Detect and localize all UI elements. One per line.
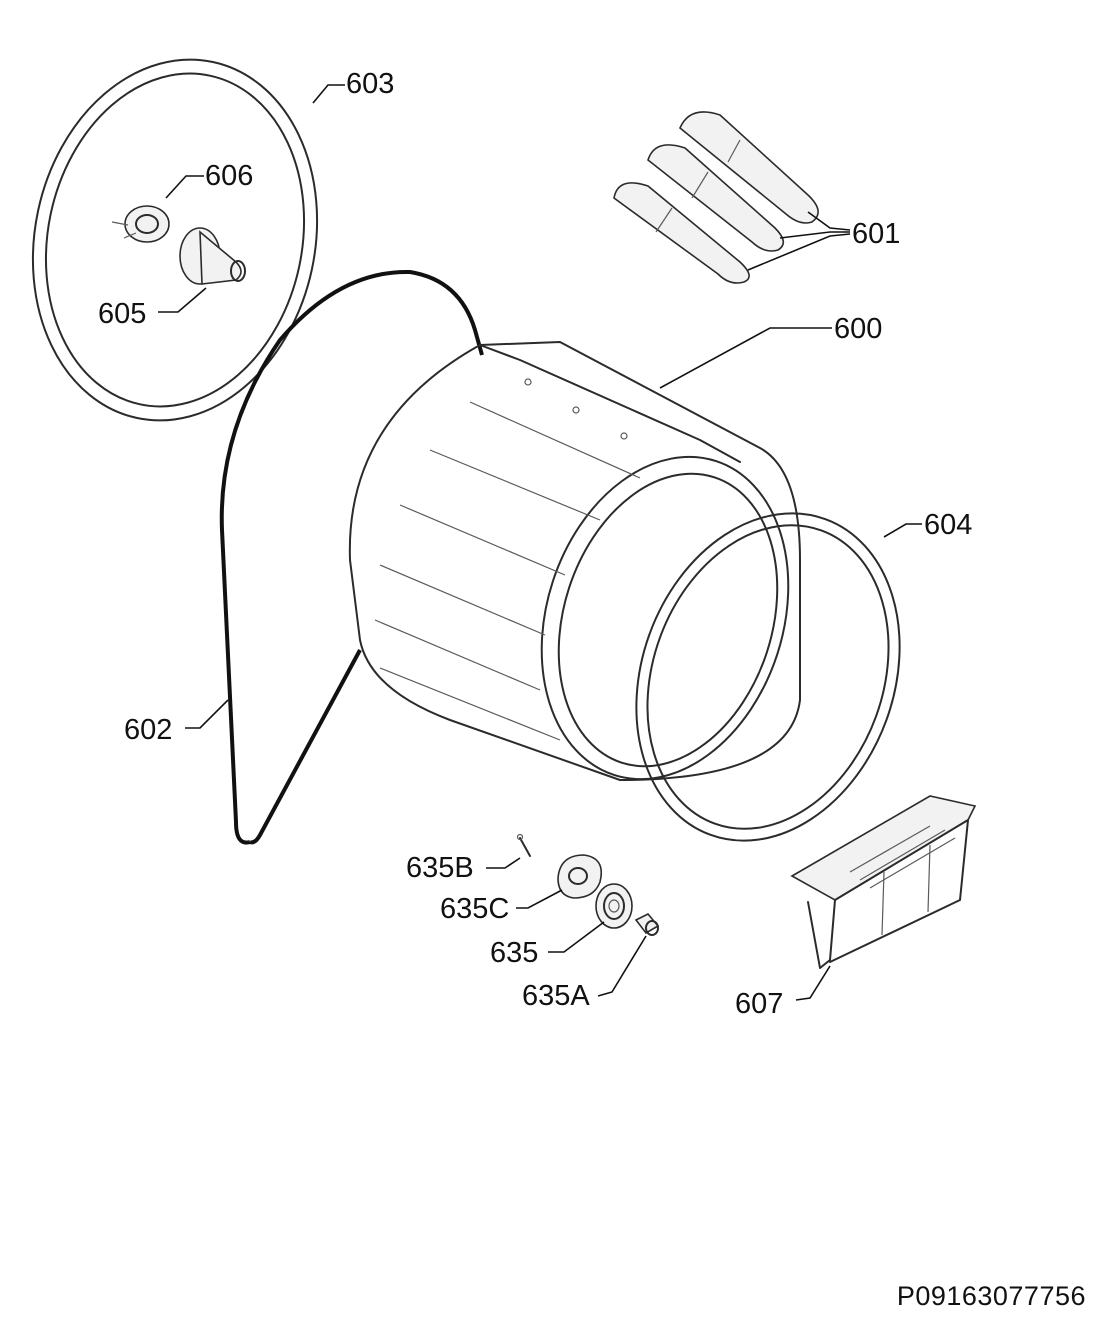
drum-600 xyxy=(348,341,801,781)
axle-sleeve-635A xyxy=(634,913,660,936)
label-600: 600 xyxy=(834,313,882,345)
drum-paddles-601 xyxy=(613,111,819,284)
roller-bracket-635C xyxy=(557,854,603,899)
label-635B: 635B xyxy=(406,852,474,884)
label-635A: 635A xyxy=(522,980,590,1012)
shaft-cone-605 xyxy=(179,227,246,285)
label-635C: 635C xyxy=(440,893,509,925)
label-635: 635 xyxy=(490,937,538,969)
label-601: 601 xyxy=(852,218,900,250)
label-603: 603 xyxy=(346,68,394,100)
screw-635B xyxy=(516,833,531,857)
label-604: 604 xyxy=(924,509,972,541)
drive-belt-602 xyxy=(219,269,484,845)
rear-seal-603 xyxy=(31,58,319,422)
label-607: 607 xyxy=(735,988,783,1020)
front-seal-604 xyxy=(635,512,901,842)
label-602: 602 xyxy=(124,714,172,746)
leader-lines xyxy=(158,84,922,1001)
document-reference: P09163077756 xyxy=(896,1281,1086,1311)
label-605: 605 xyxy=(98,298,146,330)
label-606: 606 xyxy=(205,160,253,192)
bearing-flange-606 xyxy=(111,205,170,243)
lint-filter-607 xyxy=(790,795,977,969)
roller-wheel-635 xyxy=(595,883,633,929)
